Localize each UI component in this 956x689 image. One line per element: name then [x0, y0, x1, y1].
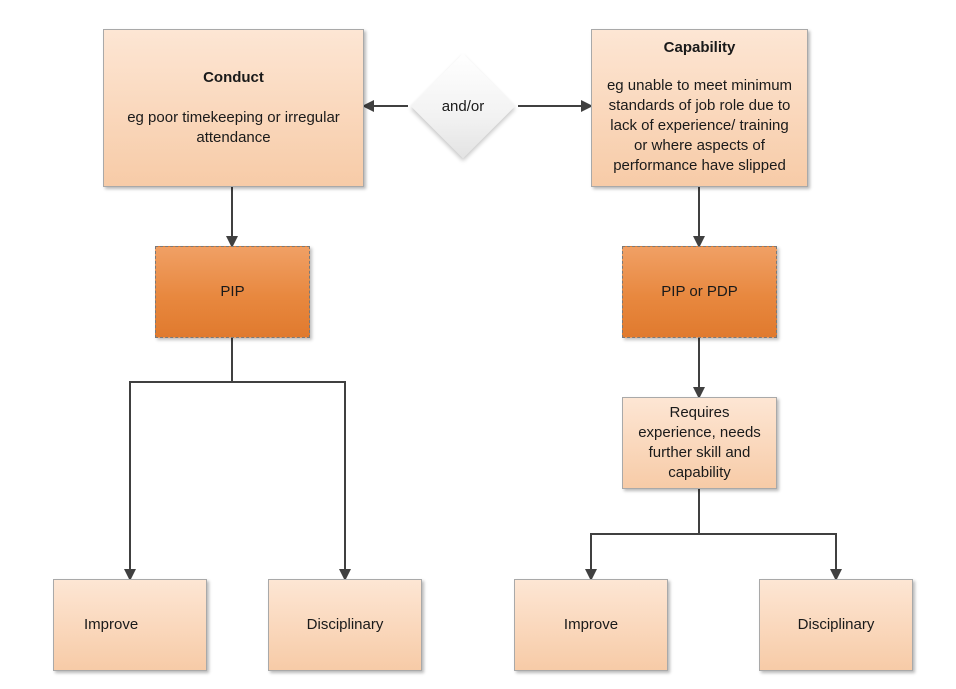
pip-or-pdp-label: PIP or PDP: [661, 283, 738, 300]
capability-box: Capability eg unable to meet minimum sta…: [591, 29, 808, 187]
right-improve-label: Improve: [563, 616, 619, 633]
conduct-box: Conduct eg poor timekeeping or irregular…: [103, 29, 364, 187]
left-disciplinary-box: Disciplinary: [268, 579, 422, 671]
conduct-description: eg poor timekeeping or irregular attenda…: [127, 109, 340, 146]
right-improve-box: Improve: [514, 579, 668, 671]
left-improve-box: Improve: [53, 579, 207, 671]
pip-box: PIP: [155, 246, 310, 338]
capability-description: eg unable to meet minimum standards of j…: [606, 77, 793, 174]
requires-experience-label: Requires experience, needs further skill…: [638, 404, 761, 481]
right-disciplinary-label: Disciplinary: [797, 616, 875, 633]
and-or-decision: and/or: [408, 52, 518, 160]
left-disciplinary-label: Disciplinary: [306, 616, 384, 633]
connector-requires-split-right: [699, 533, 842, 581]
pip-label: PIP: [220, 283, 245, 300]
and-or-label: and/or: [441, 97, 485, 115]
connector-requires-split: [585, 489, 700, 581]
capability-title: Capability: [663, 39, 736, 56]
requires-experience-box: Requires experience, needs further skill…: [622, 397, 777, 489]
left-improve-label: Improve: [84, 616, 139, 633]
connector-pip-split: [124, 338, 233, 581]
connector-pip-split-right: [232, 381, 351, 581]
conduct-title: Conduct: [203, 69, 264, 86]
right-disciplinary-box: Disciplinary: [759, 579, 913, 671]
pip-or-pdp-box: PIP or PDP: [622, 246, 777, 338]
